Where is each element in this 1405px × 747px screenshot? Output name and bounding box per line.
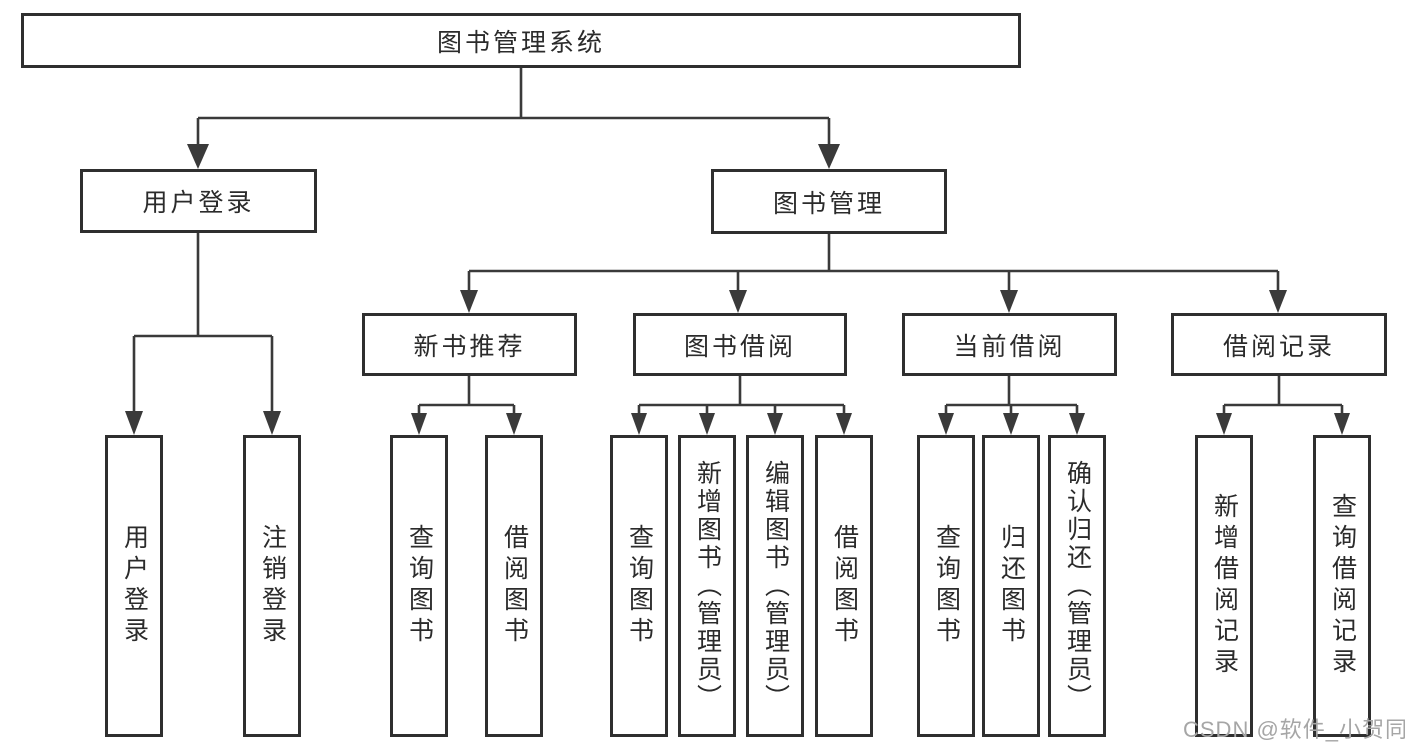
node-book-borrow: 图书借阅 [633, 313, 847, 376]
node-borrow-records: 借阅记录 [1171, 313, 1387, 376]
node-new-book-recommend: 新书推荐 [362, 313, 577, 376]
node-library-management-system: 图书管理系统 [21, 13, 1021, 68]
leaf-label: 新增图书（管理员） [693, 460, 722, 712]
leaf-query-books: 查询图书 [390, 435, 448, 737]
leaf-edit-books-admin: 编辑图书（管理员） [746, 435, 804, 737]
leaf-label: 注销登录 [258, 524, 287, 648]
leaf-query-borrow-record: 查询借阅记录 [1313, 435, 1371, 737]
leaf-label: 查询借阅记录 [1328, 493, 1357, 679]
node-book-management: 图书管理 [711, 169, 947, 234]
node-label: 图书管理 [772, 189, 885, 218]
leaf-label: 查询图书 [932, 524, 961, 648]
node-current-borrow: 当前借阅 [902, 313, 1117, 376]
node-label: 用户登录 [142, 189, 255, 217]
leaf-return-books: 归还图书 [982, 435, 1040, 737]
leaf-label: 归还图书 [997, 524, 1026, 648]
leaf-label: 新增借阅记录 [1210, 493, 1239, 679]
leaf-label: 借阅图书 [830, 524, 859, 648]
leaf-query-books: 查询图书 [917, 435, 975, 737]
leaf-confirm-return-admin: 确认归还（管理员） [1048, 435, 1106, 737]
node-label: 借阅记录 [1222, 332, 1335, 361]
leaf-add-books-admin: 新增图书（管理员） [678, 435, 736, 737]
leaf-query-books: 查询图书 [610, 435, 668, 737]
leaf-label: 查询图书 [625, 524, 654, 648]
leaf-user-login: 用户登录 [105, 435, 163, 737]
leaf-label: 查询图书 [405, 524, 434, 648]
leaf-add-borrow-record: 新增借阅记录 [1195, 435, 1253, 737]
node-label: 新书推荐 [413, 332, 526, 361]
leaf-borrow-books: 借阅图书 [485, 435, 543, 737]
leaf-label: 用户登录 [120, 524, 149, 648]
leaf-logout: 注销登录 [243, 435, 301, 737]
leaf-label: 借阅图书 [500, 524, 529, 648]
node-label: 图书借阅 [683, 332, 796, 361]
node-label: 图书管理系统 [436, 28, 605, 57]
node-user-login: 用户登录 [80, 169, 317, 233]
leaf-label: 确认归还（管理员） [1063, 460, 1092, 712]
leaf-borrow-books: 借阅图书 [815, 435, 873, 737]
node-label: 当前借阅 [953, 332, 1066, 361]
csdn-watermark: CSDN @软件_小贺同学 [1183, 717, 1405, 742]
leaf-label: 编辑图书（管理员） [761, 460, 790, 712]
